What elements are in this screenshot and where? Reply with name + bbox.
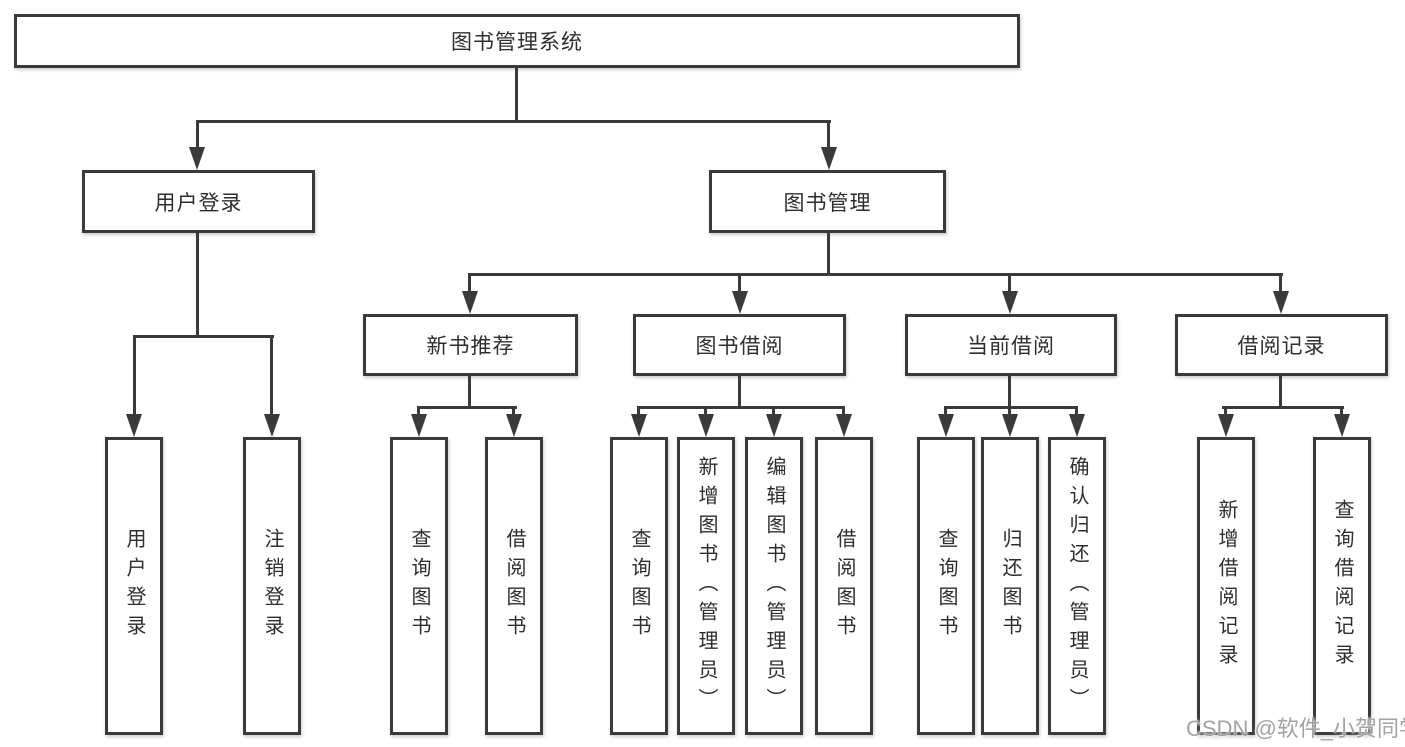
connector-line	[637, 406, 845, 409]
node-borrowing-records: 借阅记录	[1175, 314, 1388, 376]
node-label: 新增图书（管理员）	[695, 455, 717, 717]
node-label: 查询图书	[408, 528, 430, 644]
connector-line	[270, 335, 273, 415]
node-book-borrowing: 图书借阅	[633, 314, 846, 376]
arrow-down-icon	[264, 414, 280, 437]
node-label: 图书借阅	[695, 335, 784, 358]
connector-line	[1279, 273, 1282, 292]
arrow-down-icon	[189, 147, 205, 170]
connector-line	[637, 406, 640, 415]
node-label: 查询借阅记录	[1331, 499, 1353, 673]
arrow-down-icon	[411, 414, 427, 437]
node-label: 查询图书	[628, 528, 650, 644]
connector-line	[417, 406, 420, 415]
connector-line	[1008, 376, 1011, 409]
arrow-down-icon	[506, 414, 522, 437]
node-new-book-recommendation: 新书推荐	[363, 314, 578, 376]
connector-line	[133, 335, 136, 415]
node-label: 图书管理系统	[451, 31, 583, 54]
connector-line	[468, 273, 1283, 276]
node-label: 归还图书	[999, 528, 1021, 644]
node-label: 新书推荐	[426, 335, 515, 358]
connector-line	[196, 120, 831, 123]
node-book-management: 图书管理	[709, 170, 946, 233]
connector-line	[1008, 406, 1011, 415]
node-label: 编辑图书（管理员）	[763, 455, 785, 717]
node-library-management-system: 图书管理系统	[14, 14, 1020, 68]
node-label: 注销登录	[261, 528, 283, 644]
node-label: 借阅图书	[503, 528, 525, 644]
csdn-watermark: CSDN @软件_小贺同学	[1186, 716, 1405, 741]
arrow-down-icon	[462, 291, 478, 314]
arrow-down-icon	[821, 147, 837, 170]
connector-line	[704, 406, 707, 415]
leaf-query-borrow-record: 查询借阅记录	[1313, 437, 1371, 735]
arrow-down-icon	[732, 291, 748, 314]
leaf-logout: 注销登录	[243, 437, 301, 735]
connector-line	[944, 406, 1078, 409]
node-label: 用户登录	[154, 191, 243, 215]
arrow-down-icon	[836, 414, 852, 437]
arrow-down-icon	[1273, 291, 1289, 314]
leaf-confirm-return-admin: 确认归还（管理员）	[1048, 437, 1106, 735]
connector-line	[515, 68, 518, 122]
leaf-query-books-current: 查询图书	[917, 437, 975, 735]
node-label: 借阅记录	[1237, 335, 1326, 358]
arrow-down-icon	[766, 414, 782, 437]
connector-line	[1008, 273, 1011, 292]
connector-line	[1340, 406, 1343, 415]
connector-line	[842, 406, 845, 415]
arrow-down-icon	[938, 414, 954, 437]
arrow-down-icon	[1002, 414, 1018, 437]
leaf-borrow-books-recommend: 借阅图书	[485, 437, 543, 735]
connector-line	[196, 233, 199, 337]
arrow-down-icon	[126, 414, 142, 437]
leaf-borrow-books-borrowing: 借阅图书	[815, 437, 873, 735]
leaf-query-books-recommend: 查询图书	[390, 437, 448, 735]
connector-line	[1075, 406, 1078, 415]
connector-line	[738, 273, 741, 292]
connector-line	[133, 335, 274, 338]
leaf-query-books-borrowing: 查询图书	[610, 437, 668, 735]
node-user-login: 用户登录	[82, 170, 315, 233]
connector-line	[468, 273, 471, 292]
connector-line	[944, 406, 947, 415]
leaf-add-borrow-record: 新增借阅记录	[1197, 437, 1255, 735]
connector-line	[738, 376, 741, 409]
leaf-return-books: 归还图书	[981, 437, 1039, 735]
arrow-down-icon	[1002, 291, 1018, 314]
node-label: 新增借阅记录	[1215, 499, 1237, 673]
connector-line	[827, 233, 830, 275]
arrow-down-icon	[1069, 414, 1085, 437]
leaf-edit-books-admin: 编辑图书（管理员）	[745, 437, 803, 735]
connector-line	[1279, 376, 1282, 409]
connector-line	[417, 406, 517, 409]
connector-line	[512, 406, 515, 415]
arrow-down-icon	[1334, 414, 1350, 437]
connector-line	[196, 120, 199, 148]
leaf-user-login: 用户登录	[105, 437, 163, 735]
node-label: 用户登录	[123, 528, 145, 644]
node-label: 查询图书	[935, 528, 957, 644]
connector-line	[772, 406, 775, 415]
node-current-borrowing: 当前借阅	[905, 314, 1117, 376]
connector-line	[468, 376, 471, 409]
arrow-down-icon	[1218, 414, 1234, 437]
node-label: 借阅图书	[833, 528, 855, 644]
connector-line	[1224, 406, 1227, 415]
node-label: 图书管理	[783, 191, 872, 215]
arrow-down-icon	[631, 414, 647, 437]
connector-line	[1222, 406, 1344, 409]
node-label: 确认归还（管理员）	[1066, 455, 1088, 717]
leaf-add-books-admin: 新增图书（管理员）	[677, 437, 735, 735]
node-label: 当前借阅	[967, 335, 1055, 358]
arrow-down-icon	[698, 414, 714, 437]
connector-line	[827, 120, 830, 148]
